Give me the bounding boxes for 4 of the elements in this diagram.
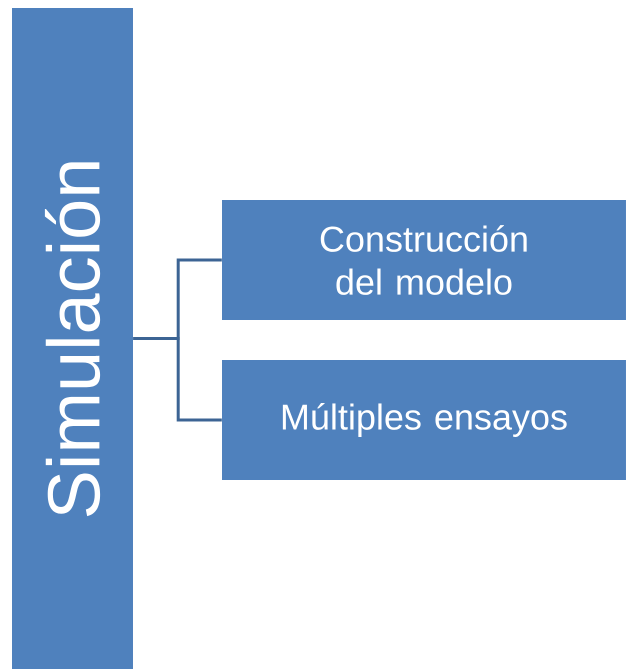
process-box: Construcción del modelo: [222, 200, 626, 320]
connector: [133, 337, 222, 422]
title-bar: Simulación: [12, 8, 133, 669]
process-box: Múltiples ensayos: [222, 360, 626, 480]
